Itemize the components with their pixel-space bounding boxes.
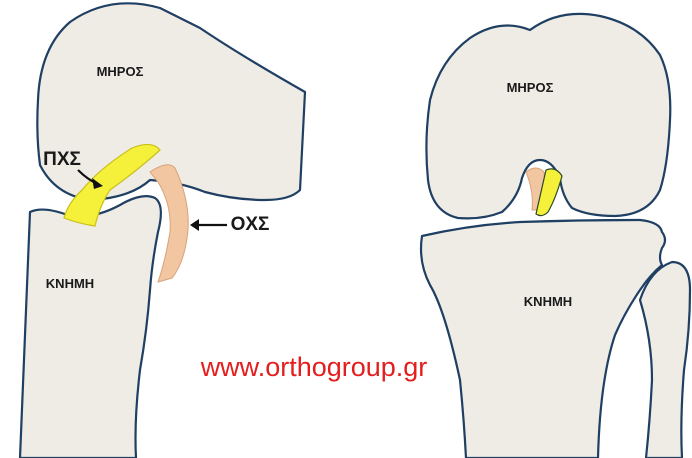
left-knee-view: ΜΗΡΟΣ ΚΝΗΜΗ ΠΧΣ ΟΧΣ [20,3,305,458]
right-femur-label: ΜΗΡΟΣ [507,80,554,95]
right-knee-view: ΜΗΡΟΣ ΚΝΗΜΗ [421,14,690,458]
acl-arrow-icon [190,219,227,231]
left-femur-label: ΜΗΡΟΣ [97,64,144,79]
fibula-bone [640,262,690,458]
pcl-label: ΠΧΣ [43,149,81,170]
right-tibia-bone [421,220,665,458]
acl-label: ΟΧΣ [231,214,270,235]
left-tibia-bone [20,196,161,458]
left-tibia-label: ΚΝΗΜΗ [46,276,94,291]
right-tibia-label: ΚΝΗΜΗ [524,294,572,309]
watermark-text: www.orthogroup.gr [200,352,428,382]
